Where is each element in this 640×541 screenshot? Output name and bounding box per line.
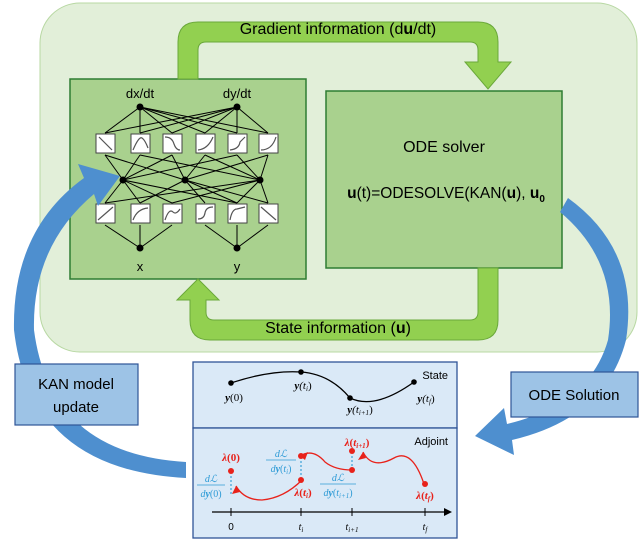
ode-solver-title: ODE solver <box>403 139 485 156</box>
tick-label-0: 0 <box>228 522 234 533</box>
adjoint-point-ti <box>298 477 304 483</box>
ode-solution-box <box>510 371 639 418</box>
adjoint-panel <box>192 427 458 539</box>
kan-edges <box>104 106 269 249</box>
ode-solver-panel <box>325 90 563 269</box>
svg-text:dy(ti): dy(ti) <box>271 464 292 476</box>
lambda-label-tf: λ(tf) <box>415 490 434 503</box>
input-node-y <box>233 244 241 252</box>
grad-label-0: dℒ dy(0) <box>197 474 225 500</box>
input-label-x: x <box>137 259 144 274</box>
state-point-0 <box>228 380 234 386</box>
output-node-dydt <box>233 103 241 111</box>
state-label-yti: y(ti) <box>292 380 312 393</box>
state-information-arrow <box>175 267 499 341</box>
output-node-dxdt <box>136 103 144 111</box>
adjoint-point-ti-top <box>298 453 304 459</box>
state-information-label: State information (u) <box>265 320 411 337</box>
gradient-information-label: Gradient information (du/dt) <box>240 21 437 38</box>
ode-solver-equation: u(t)=ODESOLVE(KAN(u), u0 <box>347 185 545 205</box>
adjoint-jumps <box>230 456 353 494</box>
state-trajectory <box>230 371 415 403</box>
state-point-ti <box>298 369 304 375</box>
hidden-node-1 <box>119 176 127 184</box>
adjoint-point-ti1-top <box>349 448 355 454</box>
kan-activation-row-bottom <box>95 203 279 224</box>
ode-solution-label: ODE Solution <box>529 387 620 404</box>
kan-activation-row-top <box>95 133 279 154</box>
time-axis-ticks <box>230 508 426 516</box>
output-label-dxdt: dx/dt <box>126 86 155 101</box>
kan-model-update-line1: KAN model <box>38 376 114 393</box>
tick-label-ti: ti <box>299 522 304 534</box>
svg-text:dℒ: dℒ <box>332 473 345 484</box>
time-axis-arrowhead <box>444 508 452 516</box>
lambda-label-ti: λ(ti) <box>293 487 312 500</box>
input-label-y: y <box>234 259 241 274</box>
state-label-ytf: y(tf) <box>415 393 435 406</box>
state-label-y0: y(0) <box>223 392 243 404</box>
adjoint-title: Adjoint <box>414 436 448 448</box>
adjoint-point-0 <box>228 468 234 474</box>
grad-label-ti: dℒ dy(ti) <box>266 449 296 476</box>
state-point-ti1 <box>347 395 353 401</box>
svg-text:dℒ: dℒ <box>275 449 288 460</box>
svg-text:dy(0): dy(0) <box>200 489 221 500</box>
output-label-dydt: dy/dt <box>223 86 252 101</box>
kan-nodes <box>119 103 264 252</box>
adjoint-point-ti1-bottom <box>349 467 355 473</box>
gradient-information-arrow <box>177 21 513 90</box>
hidden-node-2 <box>181 176 189 184</box>
adjoint-point-tf <box>422 481 428 487</box>
state-title: State <box>422 370 448 382</box>
input-node-x <box>136 244 144 252</box>
lambda-label-0: λ(0) <box>221 452 240 464</box>
state-point-tf <box>411 379 417 385</box>
state-panel <box>192 361 458 429</box>
kan-model-update-box <box>14 363 139 426</box>
tick-label-tf: tf <box>423 522 429 534</box>
hidden-node-3 <box>256 176 264 184</box>
svg-text:dℒ: dℒ <box>205 474 218 485</box>
kan-model-update-line2: update <box>53 399 99 416</box>
